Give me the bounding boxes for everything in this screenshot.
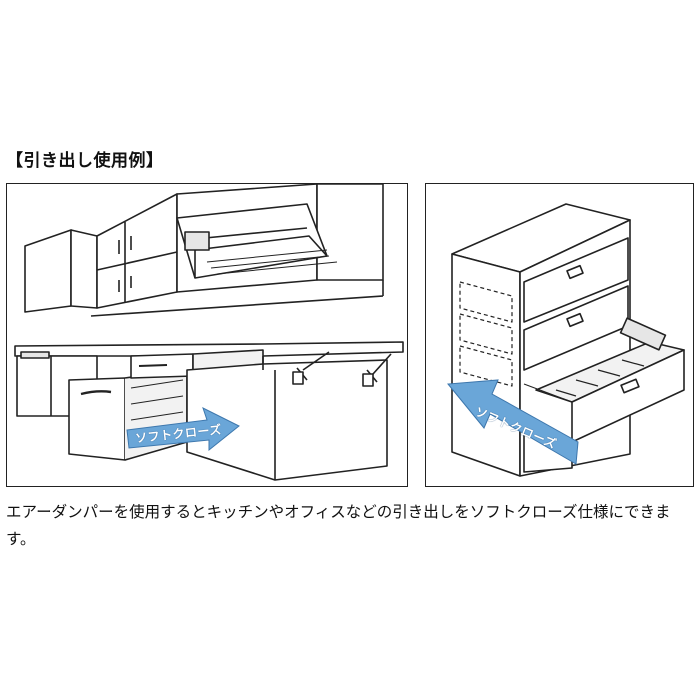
kitchen-illustration	[14, 184, 404, 481]
soft-close-arrow-icon	[126, 407, 240, 452]
cabinet-illustration-panel: ソフトクローズ	[425, 183, 694, 487]
soft-close-arrow-icon	[447, 379, 579, 465]
section-heading: 【引き出し使用例】	[6, 151, 164, 171]
caption-text: エアーダンパーを使用するとキッチンやオフィスなどの引き出しをソフトクローズ仕様に…	[6, 503, 671, 548]
cabinet-illustration	[447, 203, 685, 477]
kitchen-illustration-panel: ソフトクローズ	[6, 183, 408, 487]
